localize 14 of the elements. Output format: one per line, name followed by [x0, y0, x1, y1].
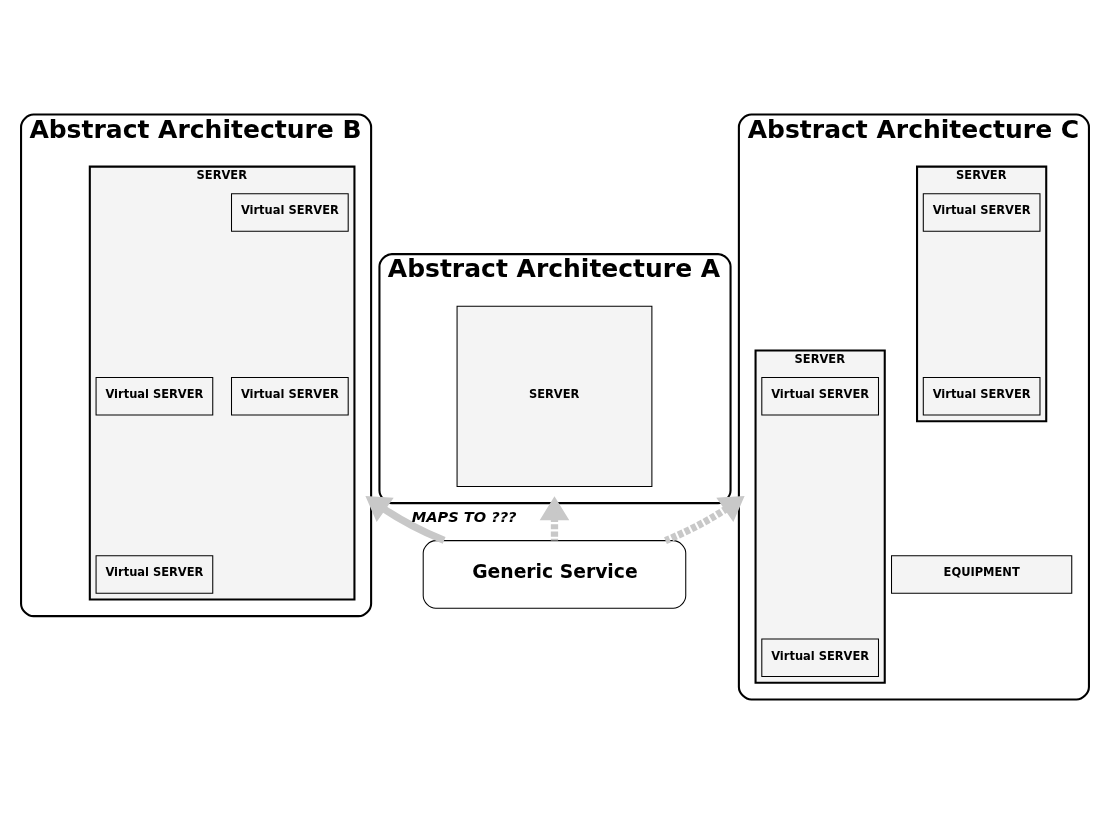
node-box: Virtual SERVER: [922, 377, 1041, 416]
node-box: SERVER: [456, 305, 653, 487]
arrow: [664, 495, 745, 544]
node-box: Generic Service: [422, 540, 687, 609]
node-box: Virtual SERVER: [231, 193, 349, 232]
node-box: Virtual SERVER: [231, 377, 349, 416]
node-box: Virtual SERVER: [922, 193, 1041, 232]
node-box: EQUIPMENT: [891, 555, 1073, 594]
node-box: Virtual SERVER: [761, 638, 879, 678]
node-box: Virtual SERVER: [95, 377, 214, 416]
node-box: Virtual SERVER: [761, 377, 879, 416]
arrow: [365, 495, 446, 544]
edge-label: MAPS TO ???: [411, 508, 517, 526]
node-box: Virtual SERVER: [95, 555, 214, 594]
